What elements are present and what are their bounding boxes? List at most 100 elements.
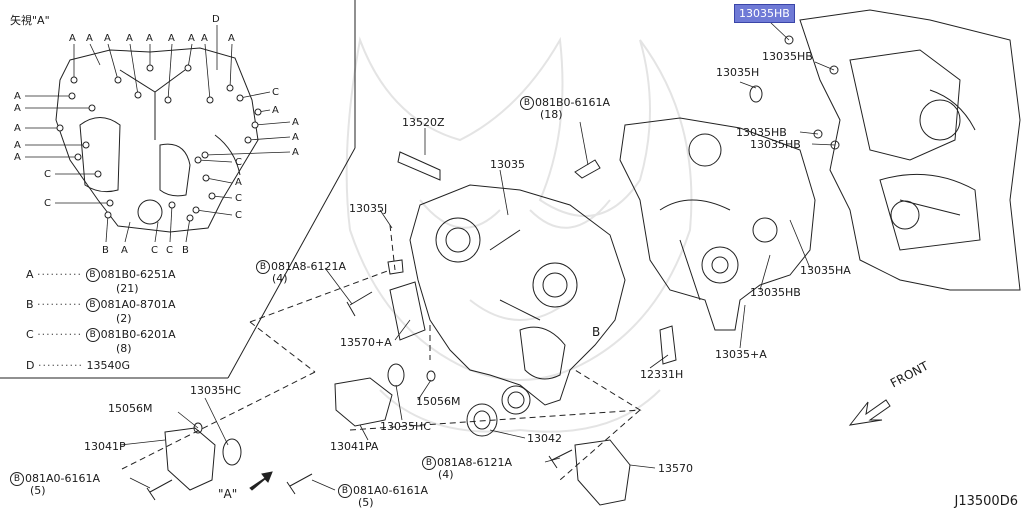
- callout-13035hb-highlighted[interactable]: 13035HB: [734, 4, 795, 23]
- view-letter: A: [14, 152, 21, 163]
- view-letter: C: [272, 87, 279, 98]
- view-letter: C: [44, 169, 51, 180]
- view-letter: A: [235, 177, 242, 188]
- legend-row-d: D ·········· 13540G: [26, 359, 130, 372]
- view-letter: A: [14, 123, 21, 134]
- view-letter: A: [228, 33, 235, 44]
- callout-13035hc[interactable]: 13035HC: [380, 420, 431, 433]
- view-a-cover-outline: [55, 47, 259, 233]
- callout-13041p[interactable]: 13041P: [84, 440, 126, 453]
- view-letter: A: [126, 33, 133, 44]
- front-arrow: [848, 399, 891, 426]
- callout-qty: (5): [358, 496, 374, 509]
- legend-dots: ··········: [37, 359, 83, 372]
- rear-timing-cover: [619, 117, 816, 331]
- view-letter: B: [182, 245, 189, 256]
- view-a-marker: "A": [218, 487, 238, 501]
- legend-part: 081B0-6251A: [100, 268, 176, 281]
- bolts-pins: [146, 35, 840, 501]
- legend-dots: ··········: [37, 298, 83, 311]
- bolt-circle-icon: B: [85, 328, 100, 342]
- bolt-circle-icon: B: [256, 260, 270, 274]
- callout-13042[interactable]: 13042: [527, 432, 562, 445]
- view-letter: A: [146, 33, 153, 44]
- callout-13035hb[interactable]: 13035HB: [762, 50, 813, 63]
- view-a-frame: [0, 0, 356, 379]
- view-letter: A: [292, 132, 299, 143]
- callout-qty: (4): [438, 468, 454, 481]
- callout-qty: (4): [272, 272, 288, 285]
- legend-part: 13540G: [86, 359, 130, 372]
- gaskets-seals: [164, 281, 631, 506]
- legend-key: C: [26, 328, 34, 341]
- view-letter: C: [151, 245, 158, 256]
- callout-part: 081B0-6161A: [535, 96, 611, 109]
- legend-dots: ··········: [37, 328, 83, 341]
- view-letter: A: [86, 33, 93, 44]
- bolt-circle-icon: B: [85, 298, 100, 312]
- view-letter: A: [168, 33, 175, 44]
- view-letter: C: [44, 198, 51, 209]
- bolt-circle-icon: B: [338, 484, 352, 498]
- view-a-bolt-holes: [56, 64, 262, 222]
- callout-13570-a[interactable]: 13570+A: [340, 336, 392, 349]
- callout-12331h[interactable]: 12331H: [640, 368, 684, 381]
- view-a-arrow: [249, 471, 273, 491]
- view-letter: C: [235, 157, 242, 168]
- view-letter: A: [292, 147, 299, 158]
- callout-13520z[interactable]: 13520Z: [402, 116, 445, 129]
- view-letter: C: [235, 210, 242, 221]
- b-mark: B: [592, 325, 601, 339]
- legend-key: B: [26, 298, 34, 311]
- callout-13570[interactable]: 13570: [658, 462, 693, 475]
- callout-part: 081A0-6161A: [25, 472, 101, 485]
- view-letter: A: [14, 91, 21, 102]
- bolt-circle-icon: B: [10, 472, 24, 486]
- view-a-leaders: [25, 25, 291, 243]
- view-letter: A: [104, 33, 111, 44]
- view-letter-d: D: [212, 14, 220, 25]
- callout-13035hc[interactable]: 13035HC: [190, 384, 241, 397]
- front-timing-cover: [409, 184, 626, 406]
- view-letter: A: [201, 33, 208, 44]
- callout-13035hb[interactable]: 13035HB: [750, 138, 801, 151]
- legend-part: 081B0-6201A: [100, 328, 176, 341]
- view-letter: A: [14, 140, 21, 151]
- engine-block: [799, 9, 1021, 291]
- callout-13035-a[interactable]: 13035+A: [715, 348, 767, 361]
- diagram-code: J13500D6: [954, 494, 1018, 509]
- legend-key: A: [26, 268, 34, 281]
- callout-qty: (5): [30, 484, 46, 497]
- callout-13035h[interactable]: 13035H: [716, 66, 760, 79]
- view-letter: A: [272, 105, 279, 116]
- legend-key: D: [26, 359, 35, 372]
- callout-13041pa[interactable]: 13041PA: [330, 440, 379, 453]
- bolt-circle-icon: B: [422, 456, 436, 470]
- view-letter: A: [69, 33, 76, 44]
- callout-13035[interactable]: 13035: [490, 158, 525, 171]
- view-letter: B: [102, 245, 109, 256]
- callout-part: 081A0-6161A: [353, 484, 429, 497]
- bolt-circle-icon: B: [520, 96, 534, 110]
- view-letter: A: [188, 33, 195, 44]
- callout-15056m[interactable]: 15056M: [108, 402, 153, 415]
- callout-part: 081A8-6121A: [437, 456, 513, 469]
- callout-13035ha[interactable]: 13035HA: [800, 264, 851, 277]
- callout-13035hb[interactable]: 13035HB: [750, 286, 801, 299]
- callout-13035j[interactable]: 13035J: [349, 202, 388, 215]
- legend-qty: (21): [116, 282, 139, 295]
- callout-13035hb[interactable]: 13035HB: [736, 126, 787, 139]
- view-letter: A: [292, 117, 299, 128]
- callout-15056m[interactable]: 15056M: [416, 395, 461, 408]
- legend-part: 081A0-8701A: [100, 298, 176, 311]
